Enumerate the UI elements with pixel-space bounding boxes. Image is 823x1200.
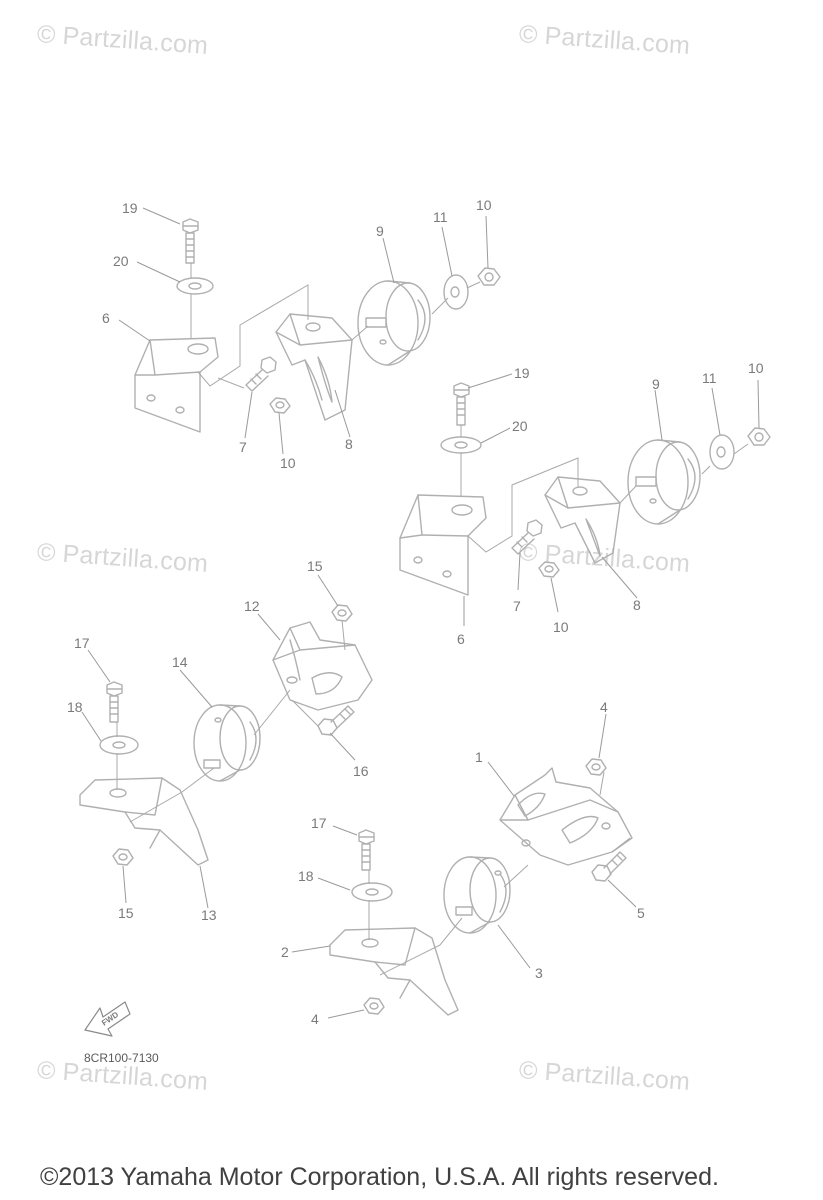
- callout-16: 16: [353, 763, 369, 779]
- bracket-8-drawing: [275, 313, 353, 421]
- callout-9: 9: [376, 223, 384, 239]
- bracket-6-drawing: [134, 337, 219, 433]
- damper-9-drawing: [357, 280, 431, 366]
- fwd-arrow-icon: FWD: [84, 1001, 131, 1037]
- callout-10: 10: [748, 360, 764, 376]
- damper-9-drawing: [627, 439, 701, 525]
- bracket-2-drawing: [329, 927, 459, 1016]
- callout-11: 11: [433, 209, 448, 225]
- washer-18-drawing: [99, 735, 139, 755]
- bolt-19-drawing: [182, 218, 199, 264]
- callout-6: 6: [102, 310, 110, 326]
- fwd-label: FWD: [100, 1010, 120, 1028]
- callout-5: 5: [637, 905, 645, 921]
- callout-19: 19: [514, 365, 530, 381]
- callout-17: 17: [311, 815, 327, 831]
- bracket-8-drawing: [544, 476, 621, 564]
- callout-7: 7: [513, 598, 521, 614]
- nut-15-upper-drawing: [331, 604, 353, 622]
- assembly-upper-right: 19 20 9 11 10 7 10 6 8: [399, 360, 771, 647]
- callout-8: 8: [633, 597, 641, 613]
- bolt-16-drawing: [317, 705, 355, 736]
- bolt-7-drawing: [511, 519, 543, 555]
- nut-10-upper-drawing: [477, 267, 501, 286]
- callout-20: 20: [113, 253, 129, 269]
- washer-11-drawing: [709, 434, 735, 470]
- callout-18: 18: [298, 868, 314, 884]
- nut-4-upper-drawing: [585, 758, 607, 776]
- bracket-1-drawing: [499, 767, 633, 866]
- callout-10: 10: [476, 197, 492, 213]
- callout-10: 10: [553, 619, 569, 635]
- washer-20-drawing: [176, 277, 214, 295]
- callout-20: 20: [512, 418, 528, 434]
- bracket-13-drawing: [79, 777, 209, 866]
- callout-13: 13: [201, 907, 217, 923]
- bolt-19-drawing: [453, 382, 470, 426]
- callout-4: 4: [600, 699, 608, 715]
- callout-1: 1: [475, 749, 483, 765]
- nut-10-upper-drawing: [747, 427, 771, 446]
- bolt-7-drawing: [245, 356, 277, 392]
- diagram-code: 8CR100-7130: [84, 1051, 159, 1065]
- bracket-12-drawing: [272, 621, 373, 711]
- assembly-lower-left: 15 12 17 18 14 16 15 13: [67, 558, 373, 923]
- callout-3: 3: [535, 965, 543, 981]
- nut-4-lower-drawing: [363, 997, 385, 1015]
- washer-11-drawing: [443, 274, 469, 310]
- callout-11: 11: [702, 370, 717, 386]
- assembly-upper-left: 19 20 6 7 10 8 9 11 10: [102, 197, 501, 471]
- callout-4: 4: [311, 1011, 319, 1027]
- callout-17: 17: [74, 635, 90, 651]
- callout-15: 15: [118, 905, 134, 921]
- callout-9: 9: [652, 376, 660, 392]
- callout-12: 12: [244, 598, 260, 614]
- bolt-17-drawing: [106, 681, 123, 723]
- callout-10: 10: [280, 455, 296, 471]
- damper-3-drawing: [443, 856, 511, 934]
- callout-2: 2: [281, 944, 289, 960]
- bracket-6-drawing: [399, 494, 487, 596]
- copyright-notice: ©2013 Yamaha Motor Corporation, U.S.A. A…: [40, 1163, 719, 1191]
- callout-8: 8: [345, 436, 353, 452]
- washer-20-drawing: [440, 436, 482, 454]
- nut-10-drawing: [538, 561, 560, 578]
- damper-14-drawing: [193, 704, 261, 782]
- washer-18-drawing: [351, 882, 393, 902]
- bolt-17-drawing: [358, 829, 375, 871]
- callout-15: 15: [307, 558, 323, 574]
- callout-6: 6: [457, 631, 465, 647]
- nut-15-lower-drawing: [112, 848, 134, 866]
- callout-7: 7: [239, 439, 247, 455]
- exploded-view-drawing: 19 20 6 7 10 8 9 11 10: [67, 197, 771, 1065]
- assembly-lower-right: 4 1 17 18 2 3 5 4: [281, 699, 645, 1027]
- nut-10-drawing: [269, 397, 291, 414]
- callout-14: 14: [172, 654, 188, 670]
- callout-19: 19: [122, 200, 138, 216]
- callout-18: 18: [67, 699, 83, 715]
- bolt-5-drawing: [591, 851, 627, 882]
